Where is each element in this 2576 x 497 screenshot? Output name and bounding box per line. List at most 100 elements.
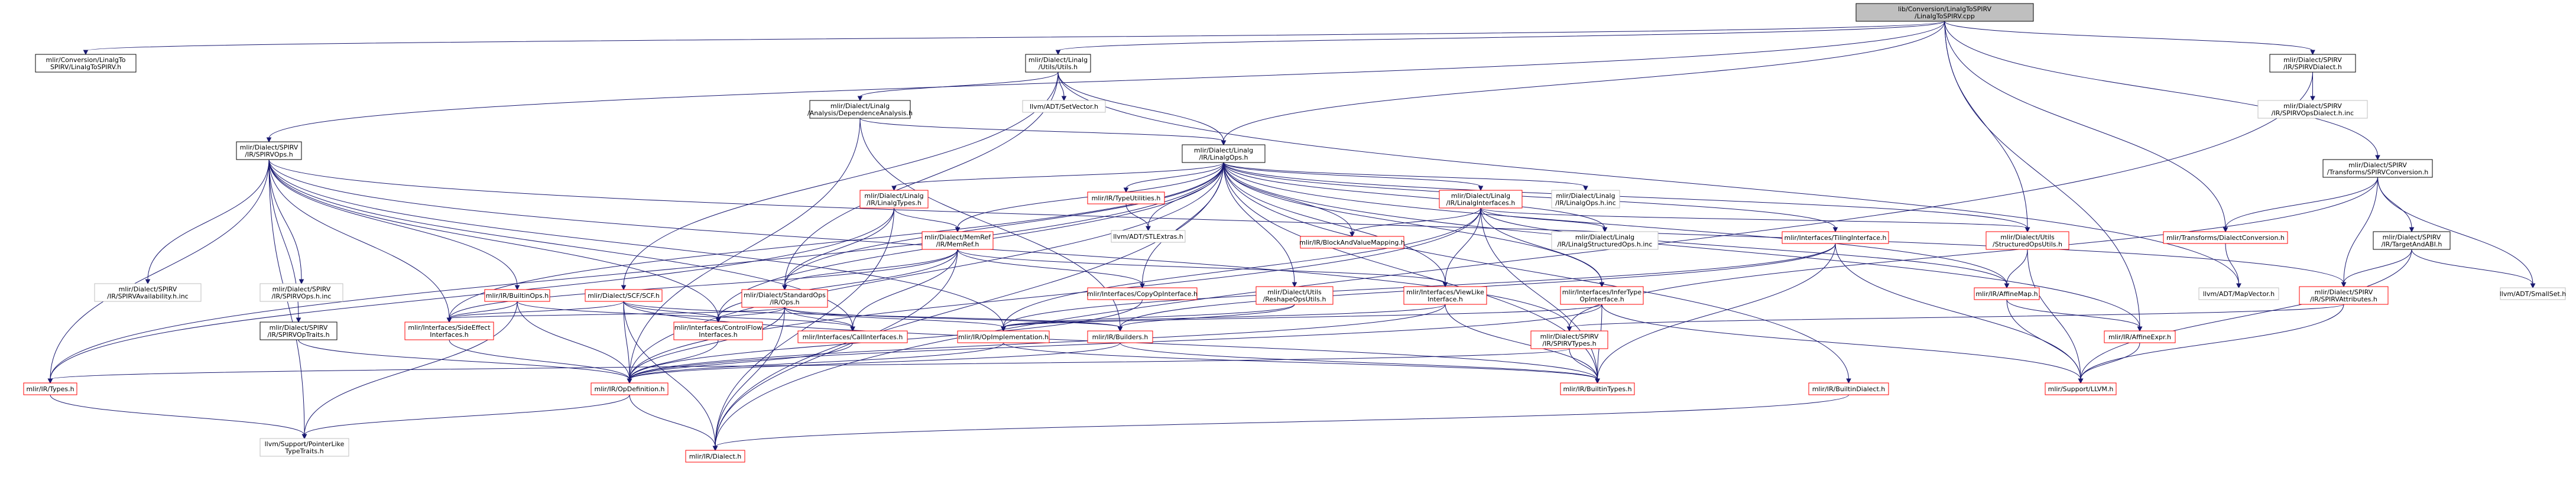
node-box [1403,286,1487,305]
graph-node-tiling-h[interactable]: mlir/Interfaces/TilingInterface.h [1782,231,1889,244]
edge-line [1223,162,1586,187]
graph-node-copyop-h[interactable]: mlir/Interfaces/CopyOpInterface.h [1087,287,1198,300]
graph-node-structuredopsutils-h[interactable]: mlir/Dialect/Utils/StructuredOpsUtils.h [1985,231,2069,250]
edge-line [1003,304,1602,328]
dependency-edge [1349,207,1481,238]
graph-node-structuredops-inc: mlir/Dialect/Linalg/IR/LinalgStructuredO… [1551,231,1659,250]
graph-node-affineexpr-h[interactable]: mlir/IR/AffineExpr.h [2104,330,2176,343]
edges-layer [47,21,2536,451]
graph-node-affinemap-h[interactable]: mlir/IR/AffineMap.h [1974,287,2040,300]
node-label-line: /IR/SPIRVOpsDialect.h.inc [2272,109,2354,117]
graph-node-spirvconversion-h[interactable]: mlir/Dialect/SPIRV/Transforms/SPIRVConve… [2322,159,2433,178]
node-box [2299,286,2389,305]
node-box [2373,231,2451,250]
edge-arrowhead [850,326,855,332]
graph-node-dialectconversion-h[interactable]: mlir/Transforms/DialectConversion.h [2163,231,2288,244]
graph-node-dialect-h[interactable]: mlir/IR/Dialect.h [685,450,745,463]
graph-node-conv-h[interactable]: mlir/Conversion/LinalgToSPIRV/LinalgToSP… [35,54,137,73]
node-label-line: mlir/IR/Types.h [26,385,74,393]
node-label-line: /IR/SPIRVOps.h.inc [272,293,332,300]
dependency-edge [47,159,270,384]
graph-node-dependence-h[interactable]: mlir/Dialect/Linalg/Analysis/DependenceA… [807,100,913,119]
edge-arrowhead [1602,227,1608,233]
edge-arrowhead [1140,283,1145,289]
dependency-edge [446,307,785,323]
graph-node-linalgops-inc: mlir/Dialect/Linalg/IR/LinalgOps.h.inc [1551,190,1620,209]
dependency-edge [2223,177,2378,233]
edge-line [1445,304,1598,380]
edge-line [1569,348,1598,380]
graph-node-linalgtypes-h[interactable]: mlir/Dialect/Linalg/IR/LinalgTypes.h [859,190,929,209]
edge-line [852,249,958,328]
dependency-edge [83,21,1945,56]
graph-node-types-h[interactable]: mlir/IR/Types.h [23,382,77,395]
node-label-line: mlir/Interfaces/ViewLike [1406,288,1484,296]
graph-node-spirvoptraits-h[interactable]: mlir/Dialect/SPIRV/IR/SPIRVOpTraits.h [259,321,338,340]
dependency-edge [1001,304,1295,332]
edge-line [715,249,958,447]
node-label-line: mlir/Dialect/Linalg [864,192,923,200]
edge-line [1944,21,2226,229]
node-box [2045,382,2117,395]
node-label-line: mlir/Interfaces/ControlFlow [674,324,763,332]
dependency-edge [2078,249,2412,384]
graph-node-spirvattributes-h[interactable]: mlir/Dialect/SPIRV/IR/SPIRVAttributes.h [2299,286,2389,305]
node-label-line: mlir/IR/AffineExpr.h [2108,333,2171,341]
graph-node-builtintypes-h[interactable]: mlir/IR/BuiltinTypes.h [1560,382,1635,395]
dependency-edge [301,394,630,440]
node-box [35,54,137,73]
dependency-edge [2341,177,2378,288]
edge-line [1352,207,1481,233]
graph-node-setvector: llvm/ADT/SetVector.h [1022,100,1106,113]
graph-node-stdops-h[interactable]: mlir/Dialect/StandardOps/IR/Ops.h [741,289,828,308]
edge-line [1223,162,1295,284]
edge-arrowhead [2137,326,2143,332]
graph-node-linalgops-h[interactable]: mlir/Dialect/Linalg/IR/LinalgOps.h [1182,144,1266,163]
graph-node-memref-h[interactable]: mlir/Dialect/MemRef/IR/MemRef.h [922,231,994,250]
graph-node-builtinops-h[interactable]: mlir/IR/BuiltinOps.h [484,289,550,302]
graph-node-spirvops-h[interactable]: mlir/Dialect/SPIRV/IR/SPIRVOps.h [236,141,302,160]
graph-node-builders-h[interactable]: mlir/IR/Builders.h [1087,330,1153,343]
graph-node-builtindialect-h[interactable]: mlir/IR/BuiltinDialect.h [1808,382,1889,395]
dependency-edge [1117,304,1295,332]
edge-line [623,72,1059,287]
graph-node-opdefinition-h[interactable]: mlir/IR/OpDefinition.h [591,382,669,395]
graph-node-utils-h[interactable]: mlir/Dialect/Linalg/Utils/Utils.h [1025,54,1091,73]
graph-node-callinterfaces-h[interactable]: mlir/Interfaces/CallInterfaces.h [797,330,908,343]
edge-arrowhead [266,137,272,143]
edge-line [1120,304,1295,328]
graph-node-targetandabi-h[interactable]: mlir/Dialect/SPIRV/IR/TargetAndABI.h [2373,231,2451,250]
graph-node-blockmapping-h[interactable]: mlir/IR/BlockAndValueMapping.h [1299,236,1405,249]
dependency-edge [47,162,1224,384]
edge-arrowhead [2310,50,2315,56]
dependency-edge [1480,207,1605,288]
node-label-line: mlir/Dialect/StandardOps [744,291,826,299]
dependency-edge [627,339,719,384]
node-box [859,190,929,209]
graph-node-support-llvm-h[interactable]: mlir/Support/LLVM.h [2045,382,2117,395]
graph-node-typeutilities-h[interactable]: mlir/IR/TypeUtilities.h [1087,191,1165,204]
graph-node-reshapeutils-h[interactable]: mlir/Dialect/Utils/ReshapeOpsUtils.h [1255,286,1334,305]
edge-line [1944,21,2378,157]
edge-arrowhead [514,285,520,291]
node-label-line: /ReshapeOpsUtils.h [1263,295,1326,303]
node-box [2104,330,2176,343]
graph-node-opimpl-h[interactable]: mlir/IR/OpImplementation.h [957,330,1050,343]
graph-node-root[interactable]: lib/Conversion/LinalgToSPIRV/LinalgToSPI… [1855,3,2034,22]
edge-arrowhead [1566,326,1572,332]
dependency-edge [1223,162,2010,289]
dependency-edge [715,307,785,323]
graph-node-scf-h[interactable]: mlir/Dialect/SCF/SCF.h [585,289,663,302]
dependency-edge [1944,21,2315,56]
graph-node-spirvdialect-h[interactable]: mlir/Dialect/SPIRV/IR/SPIRVDialect.h [2269,54,2356,73]
node-box [2198,287,2279,300]
edge-line [894,162,1224,187]
edge-line [268,159,1004,328]
graph-node-spirvtypes-h[interactable]: mlir/Dialect/SPIRV/IR/SPIRVTypes.h [1530,330,1608,349]
graph-node-linalginterfaces-h[interactable]: mlir/Dialect/Linalg/IR/LinalgInterfaces.… [1439,190,1523,209]
node-label-line: /IR/SPIRVAvailability.h.inc [107,293,188,300]
